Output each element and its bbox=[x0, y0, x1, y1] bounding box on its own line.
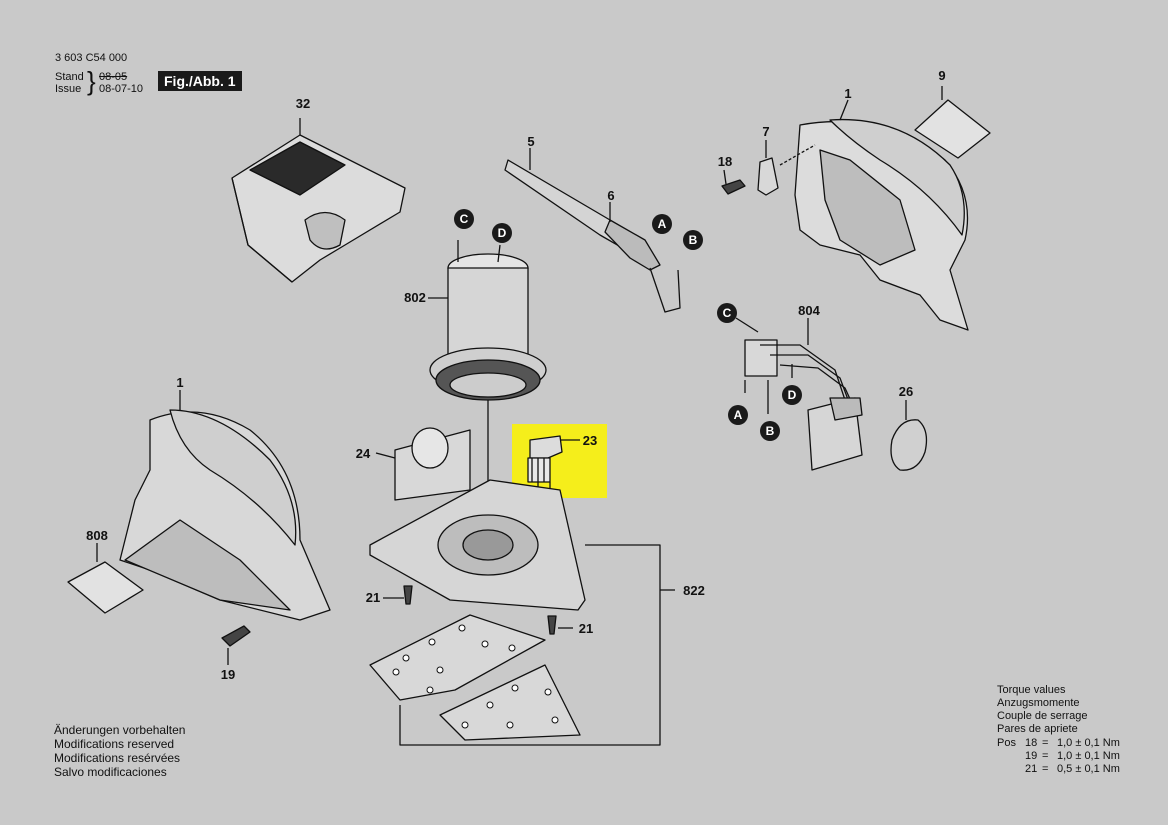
connector-c-motor: C bbox=[454, 209, 474, 229]
new-date: 08-07-10 bbox=[99, 83, 144, 95]
stand-label: Stand bbox=[55, 71, 84, 83]
label-part-808: 808 bbox=[86, 528, 108, 543]
label-part-19: 19 bbox=[221, 667, 235, 682]
part-802-motor bbox=[428, 240, 547, 540]
issue-label: Issue bbox=[55, 83, 82, 95]
label-part-802: 802 bbox=[404, 290, 426, 305]
connector-a-cable: A bbox=[652, 214, 672, 234]
note-line-fr: Modifications resérvées bbox=[54, 751, 181, 765]
part-808-label bbox=[67, 561, 144, 614]
torque-row-pos: 19 bbox=[1025, 750, 1038, 762]
label-part-32: 32 bbox=[296, 96, 310, 111]
torque-title-en: Torque values bbox=[997, 684, 1066, 696]
torque-row-eq: = bbox=[1042, 737, 1049, 749]
part-26-knob bbox=[890, 419, 928, 471]
part-18-screw bbox=[721, 179, 746, 195]
part-21-screw-left bbox=[403, 585, 413, 605]
part-21-screw-right bbox=[547, 615, 557, 635]
part-32-cover bbox=[231, 118, 406, 283]
connector-d-switch: D bbox=[782, 385, 802, 405]
svg-text:D: D bbox=[788, 388, 797, 402]
label-part-1-top: 1 bbox=[844, 86, 851, 101]
torque-title-fr: Couple de serrage bbox=[997, 710, 1088, 722]
connector-a-switch: A bbox=[728, 405, 748, 425]
note-line-es: Salvo modificaciones bbox=[54, 765, 167, 779]
label-part-5: 5 bbox=[527, 134, 534, 149]
svg-text:A: A bbox=[734, 408, 743, 422]
label-part-18: 18 bbox=[718, 154, 732, 169]
part-9-label bbox=[914, 99, 991, 159]
svg-text:A: A bbox=[658, 217, 667, 231]
brace-symbol: } bbox=[87, 66, 96, 96]
torque-title-es: Pares de apriete bbox=[997, 723, 1078, 735]
torque-pos-label: Pos bbox=[997, 737, 1016, 749]
torque-row-value: 0,5 ± 0,1 Nm bbox=[1057, 763, 1120, 775]
torque-row-pos: 21 bbox=[1025, 763, 1038, 775]
connector-b-cable: B bbox=[683, 230, 703, 250]
document-number: 3 603 C54 000 bbox=[55, 52, 128, 64]
label-part-26: 26 bbox=[899, 384, 913, 399]
old-date: 08-05 bbox=[99, 71, 128, 83]
svg-text:B: B bbox=[689, 233, 698, 247]
part-822-bracket bbox=[399, 544, 661, 746]
note-line-en: Modifications reserved bbox=[54, 737, 175, 751]
label-part-7: 7 bbox=[762, 124, 769, 139]
label-part-23: 23 bbox=[583, 433, 597, 448]
part-5-6-cable bbox=[504, 148, 681, 313]
part-1-housing-lower bbox=[119, 390, 331, 621]
label-part-804: 804 bbox=[798, 303, 820, 318]
connector-d-motor: D bbox=[492, 223, 512, 243]
label-part-21-left: 21 bbox=[366, 590, 380, 605]
part-24-bracket bbox=[375, 427, 471, 501]
part-19-screw bbox=[221, 625, 251, 647]
figure-label: Fig./Abb. 1 bbox=[158, 71, 242, 91]
torque-row-pos: 18 bbox=[1025, 737, 1038, 749]
label-part-6: 6 bbox=[607, 188, 614, 203]
part-804-switch bbox=[735, 317, 863, 471]
label-part-822: 822 bbox=[683, 583, 705, 598]
torque-row-value: 1,0 ± 0,1 Nm bbox=[1057, 750, 1120, 762]
svg-text:C: C bbox=[460, 212, 469, 226]
torque-row-eq: = bbox=[1042, 750, 1049, 762]
label-part-1-lower: 1 bbox=[176, 375, 183, 390]
svg-text:D: D bbox=[498, 226, 507, 240]
label-part-9: 9 bbox=[938, 68, 945, 83]
part-7-clip bbox=[757, 157, 779, 196]
note-line-de: Änderungen vorbehalten bbox=[54, 723, 186, 737]
torque-row-value: 1,0 ± 0,1 Nm bbox=[1057, 737, 1120, 749]
sanding-sheet-1 bbox=[369, 614, 546, 701]
base-plate bbox=[369, 479, 586, 611]
connector-c-switch: C bbox=[717, 303, 737, 323]
connector-b-switch: B bbox=[760, 421, 780, 441]
torque-title-de: Anzugsmomente bbox=[997, 697, 1080, 709]
svg-text:B: B bbox=[766, 424, 775, 438]
label-part-24: 24 bbox=[356, 446, 371, 461]
sanding-sheet-2 bbox=[439, 664, 581, 741]
torque-row-eq: = bbox=[1042, 763, 1049, 775]
part-1-housing-top bbox=[794, 99, 969, 331]
svg-text:C: C bbox=[723, 306, 732, 320]
label-part-21-right: 21 bbox=[579, 621, 593, 636]
